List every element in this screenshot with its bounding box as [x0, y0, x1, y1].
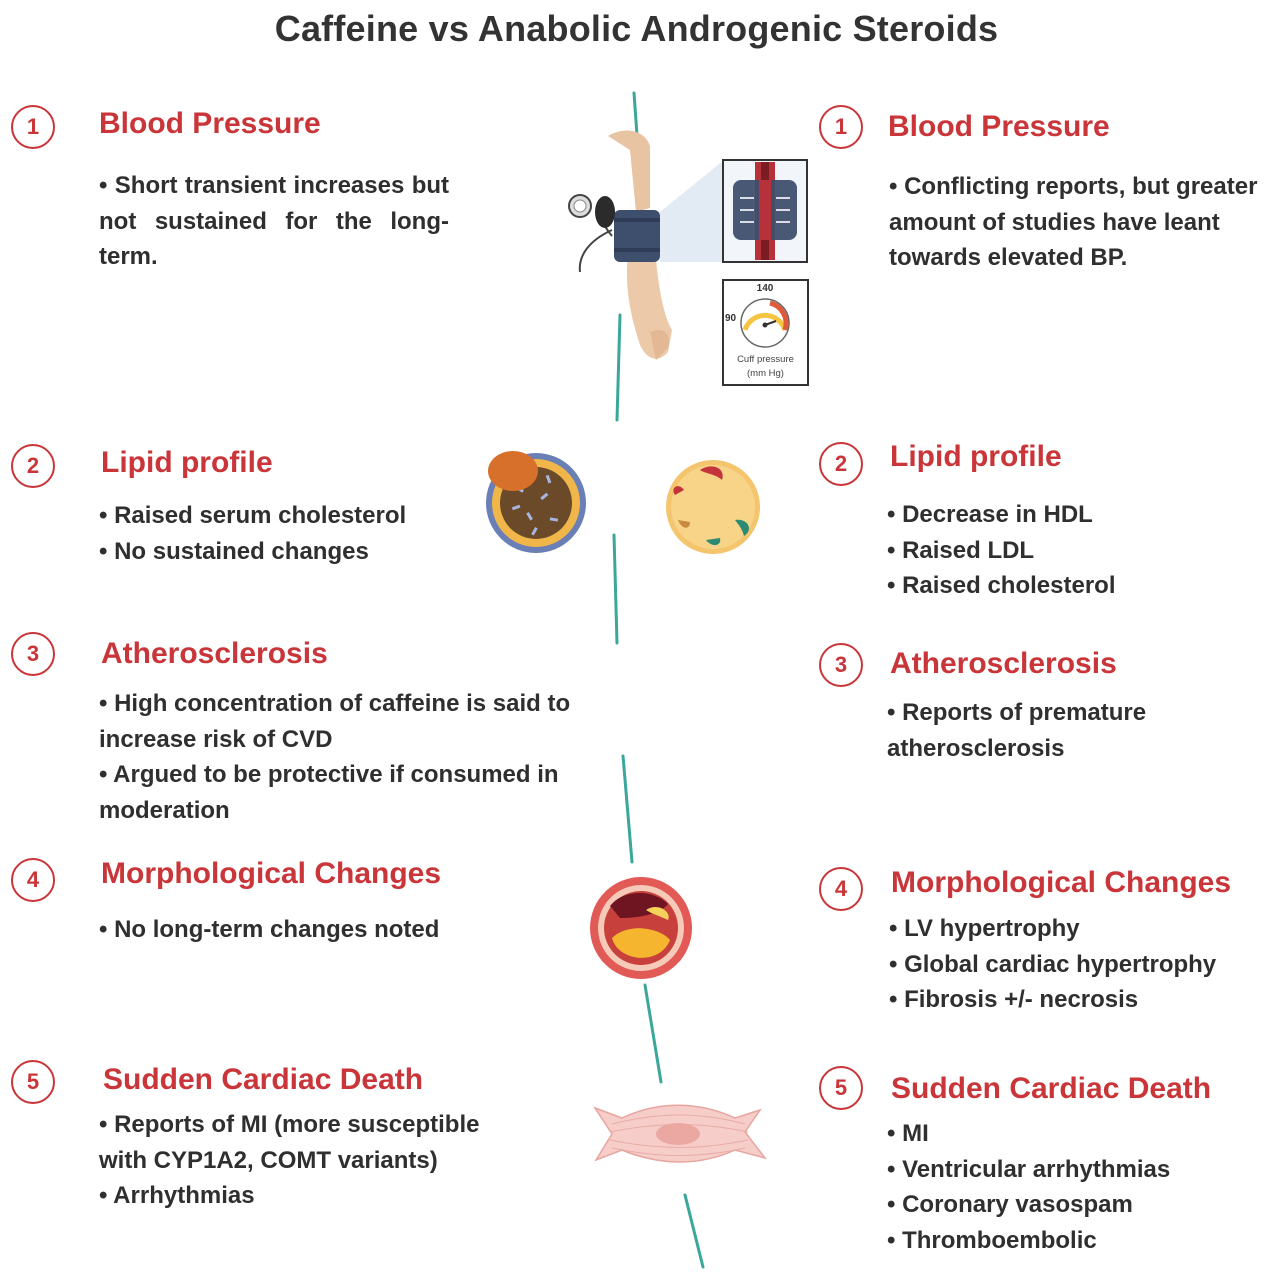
bullet-item: • Reports of premature atherosclerosis — [887, 699, 1147, 762]
bullet-item: • No sustained changes — [99, 537, 369, 565]
section-body: • LV hypertrophy • Global cardiac hypert… — [889, 911, 1259, 1018]
gauge-left-label: 90 — [725, 313, 737, 324]
bullet-item: • Short transient increases but not sust… — [99, 172, 449, 270]
bullet-item: • No long-term changes noted — [99, 916, 440, 943]
section-number-badge: 1 — [819, 105, 863, 149]
cardiac-muscle-cell-icon — [593, 1104, 767, 1163]
section-body: • Raised serum cholesterol • No sustaine… — [99, 498, 459, 569]
gauge-caption-line2: (mm Hg) — [747, 368, 784, 379]
center-divider — [612, 91, 705, 1269]
section-heading: Lipid profile — [890, 440, 1062, 473]
page-title: Caffeine vs Anabolic Androgenic Steroids — [274, 8, 999, 49]
section-body: • High concentration of caffeine is said… — [99, 686, 604, 828]
section-heading: Sudden Cardiac Death — [891, 1072, 1212, 1105]
section-body: • Reports of MI (more susceptible with C… — [99, 1107, 529, 1214]
arm-bp-cuff-icon — [568, 130, 808, 360]
bullet-item: • Fibrosis +/- necrosis — [889, 986, 1139, 1013]
bullet-item: • MI — [887, 1120, 929, 1147]
bullet-item: • High concentration of caffeine is said… — [99, 690, 571, 753]
section-heading: Blood Pressure — [888, 110, 1110, 143]
section-body: • Short transient increases but not sust… — [99, 168, 449, 275]
section-number-badge: 1 — [11, 105, 55, 149]
section-number-badge: 4 — [11, 858, 55, 902]
artery-cross-section-icon — [590, 877, 692, 979]
bullet-item: • Global cardiac hypertrophy — [889, 950, 1217, 978]
section-number-badge: 5 — [11, 1060, 55, 1104]
bullet-item: • Decrease in HDL — [887, 501, 1093, 528]
gauge-top-label: 140 — [756, 283, 774, 294]
cuff-pressure-gauge-icon — [722, 279, 809, 386]
section-number-badge: 3 — [11, 632, 55, 676]
bullet-item: • Argued to be protective if consumed in… — [99, 761, 559, 824]
bullet-item: • Thromboembolic — [887, 1226, 1097, 1254]
section-heading: Morphological Changes — [891, 866, 1232, 899]
bullet-item: • LV hypertrophy — [889, 915, 1080, 942]
section-body: • No long-term changes noted — [99, 912, 519, 948]
section-number-badge: 4 — [819, 867, 863, 911]
section-heading: Blood Pressure — [99, 107, 321, 140]
section-heading: Sudden Cardiac Death — [103, 1063, 424, 1096]
hdl-particle-icon — [666, 460, 760, 554]
section-body: • Decrease in HDL • Raised LDL • Raised … — [887, 497, 1257, 604]
section-heading: Atherosclerosis — [890, 647, 1117, 680]
section-number-badge: 2 — [11, 444, 55, 488]
bullet-item: • Raised serum cholesterol — [99, 502, 407, 529]
section-number-badge: 5 — [819, 1066, 863, 1110]
section-number-badge: 3 — [819, 643, 863, 687]
section-heading: Morphological Changes — [101, 857, 442, 890]
section-heading: Atherosclerosis — [101, 637, 328, 670]
bullet-item: • Coronary vasospam — [887, 1191, 1133, 1218]
bullet-item: • Conflicting reports, but greater amoun… — [889, 173, 1258, 271]
bullet-item: • Raised cholesterol — [887, 572, 1116, 599]
section-heading: Lipid profile — [101, 446, 273, 479]
bullet-item: • Raised LDL — [887, 536, 1035, 564]
gauge-caption-line1: Cuff pressure — [737, 354, 794, 365]
section-body: • Reports of premature atherosclerosis — [887, 695, 1187, 766]
bullet-item: • Reports of MI (more susceptible with C… — [99, 1111, 480, 1174]
section-number-badge: 2 — [819, 442, 863, 486]
bullet-item: • Arrhythmias — [99, 1182, 255, 1209]
lipoprotein-particle-icon — [486, 451, 586, 553]
bullet-item: • Ventricular arrhythmias — [887, 1155, 1171, 1183]
section-body: • MI • Ventricular arrhythmias • Coronar… — [887, 1116, 1257, 1258]
section-body: • Conflicting reports, but greater amoun… — [889, 169, 1269, 276]
